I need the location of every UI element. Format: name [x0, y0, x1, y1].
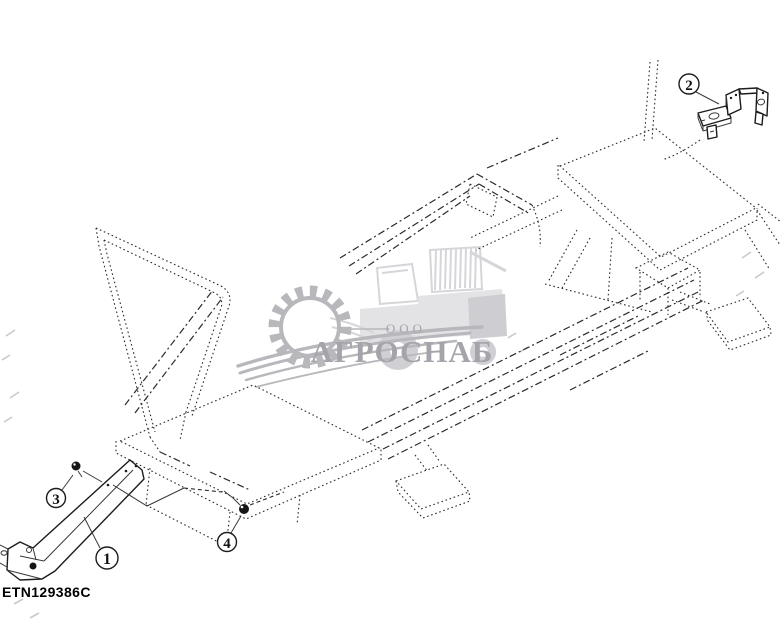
watermark: ООО АГРОСНАБ — [236, 245, 507, 388]
rollbar-frame — [95, 227, 231, 453]
callout-2-number: 2 — [685, 78, 693, 94]
part-2-clamp-bracket — [697, 87, 769, 140]
swoosh-lines — [236, 325, 484, 388]
callout-1: 1 — [95, 546, 119, 570]
callout-2: 2 — [678, 73, 700, 95]
mounting-line — [183, 487, 285, 506]
paper-noise — [1, 251, 765, 619]
callout-3: 3 — [45, 487, 67, 509]
callout-1-number: 1 — [103, 551, 111, 568]
part-code-label: ETN129386C — [2, 584, 91, 600]
frame-a-rails — [339, 137, 559, 275]
watermark-org-prefix: ООО — [386, 321, 426, 336]
leader-lines — [61, 91, 720, 549]
brake-pedal — [671, 291, 772, 351]
witness-line — [112, 484, 185, 507]
right-step-platform — [469, 59, 781, 313]
part-4-bolt — [223, 490, 249, 514]
callout-4: 4 — [216, 531, 238, 553]
callout-4-number: 4 — [223, 536, 231, 552]
part-1-support-bracket — [0, 459, 145, 581]
left-step-platform — [115, 384, 382, 549]
combine-harvester-icon — [329, 245, 507, 370]
frame-main-rails — [361, 237, 705, 460]
part-3-bolt — [71, 461, 103, 483]
callout-3-number: 3 — [52, 492, 60, 508]
watermark-org-name: АГРОСНАБ — [311, 334, 494, 369]
foot-pedal — [395, 444, 471, 519]
